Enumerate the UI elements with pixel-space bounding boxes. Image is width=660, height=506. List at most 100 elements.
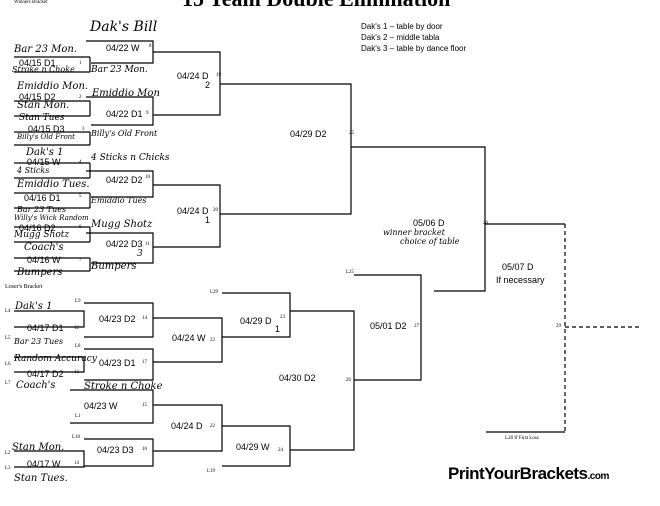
brand-name: PrintYourBrackets — [448, 464, 588, 483]
corner-label: Winners Bracket — [14, 0, 48, 5]
match-0424-d-bottom: 04/24 D — [177, 206, 209, 216]
match-0422-d3-extra: 3 — [137, 249, 143, 259]
winner-emiddio-tues: Emiddio Tues — [91, 196, 147, 205]
loser-team-daks-1: Dak's 1 — [15, 301, 53, 312]
match-0507-d: 05/07 D — [502, 262, 534, 272]
seed-15: 15 — [142, 403, 147, 408]
l7-label: L7 — [5, 381, 11, 386]
seed-4: 4 — [79, 160, 82, 165]
l10-label: L10 — [72, 435, 81, 440]
match-0415-d3: 04/15 D3 — [28, 124, 65, 134]
match-0417-w: 04/17 W — [27, 459, 61, 469]
page-title: 15 Team Double Elimination — [182, 0, 450, 10]
match-0424-d-bottom-extra: 1 — [205, 215, 211, 225]
seed-5: 5 — [79, 194, 82, 199]
seed-12: 12 — [74, 326, 79, 331]
l19-label: L19 — [207, 469, 216, 474]
team-stan-mon: Stan Mon. — [17, 100, 70, 111]
final-note-2: choice of table — [400, 237, 460, 246]
winner-mugg-shotz: Mugg Shotz — [91, 219, 153, 230]
match-0422-d2: 04/22 D2 — [106, 175, 143, 185]
team-billys-old-front-r1: Billy's Old Front — [17, 133, 75, 141]
match-0416-d2: 04/16 D2 — [19, 223, 56, 233]
seed-9: 9 — [146, 111, 149, 116]
seed-11: 11 — [145, 242, 150, 247]
match-0429-w: 04/29 W — [236, 442, 270, 452]
winner-bar23-mon: Bar 23 Mon. — [91, 65, 148, 75]
match-0423-w: 04/23 W — [84, 401, 118, 411]
seed-16: 16 — [142, 447, 147, 452]
match-0416-d1: 04/16 D1 — [24, 193, 61, 203]
loser-team-stan-tues: Stan Tues. — [14, 473, 68, 484]
team-stroke-n-choke: Stroke n Choke — [12, 65, 75, 74]
team-bar23-tues-r1: Bar 23 Tues — [17, 205, 67, 214]
match-0501-d2: 05/01 D2 — [370, 321, 407, 331]
loser-team-stroke-n-choke: Stroke n Choke — [84, 381, 163, 392]
seed-22: 22 — [210, 424, 215, 429]
team-stan-tues: Stan Tues — [19, 113, 65, 123]
seed-27: 27 — [414, 324, 419, 329]
match-0423-d2: 04/23 D2 — [99, 314, 136, 324]
l29-label: L29 — [210, 290, 219, 295]
seed-1: 1 — [79, 61, 82, 66]
match-0422-w: 04/22 W — [106, 43, 140, 53]
if-first-loss-label: L28 If First Loss — [505, 436, 539, 441]
seed-2: 2 — [79, 95, 82, 100]
match-0415-w: 04/15 W — [27, 157, 61, 167]
losers-bracket-title: Loser's Bracket — [5, 284, 43, 290]
match-0429-d2: 04/29 D2 — [290, 129, 327, 139]
match-0422-d1: 04/22 D1 — [106, 109, 143, 119]
team-willys-wick: Willy's Wick Random — [14, 214, 89, 222]
match-0415-d2: 04/15 D2 — [19, 92, 56, 102]
seed-24: 24 — [278, 448, 283, 453]
match-0424-d-top-extra: 2 — [205, 80, 211, 90]
legend-line-2: Dak's 2 – middle tabla — [361, 33, 440, 42]
match-0424-d: 04/24 D — [171, 421, 203, 431]
team-emiddio-tues: Emiddio Tues. — [17, 179, 90, 190]
seed-25: 25 — [349, 131, 354, 136]
brand-logo: PrintYourBrackets.com — [448, 465, 609, 482]
seed-7: 7 — [79, 258, 82, 263]
seed-3: 3 — [82, 127, 85, 132]
winner-billys-old-front: Billy's Old Front — [91, 129, 158, 138]
loser-team-stan-mon: Stan Mon. — [12, 442, 65, 453]
match-0423-d3: 04/23 D3 — [97, 445, 134, 455]
seed-20: 20 — [213, 208, 218, 213]
l6-label: L6 — [5, 362, 11, 367]
seed-14-top: 14 — [142, 316, 147, 321]
team-coachs: Coach's — [24, 242, 64, 253]
legend-line-1: Dak's 1 – table by door — [361, 22, 443, 31]
seed-8: 8 — [149, 44, 152, 49]
final-note-1: winner bracket — [383, 228, 445, 237]
match-0506-d: 05/06 D — [413, 218, 445, 228]
winner-bumpers: Bumpers — [91, 261, 137, 272]
loser-team-coachs: Coach's — [16, 380, 56, 391]
match-0417-d1: 04/17 D1 — [27, 323, 64, 333]
team-4-sticks: 4 Sticks — [17, 166, 50, 175]
seed-14-bottom: 14 — [74, 461, 79, 466]
team-bumpers-r1: Bumpers — [17, 267, 63, 278]
match-0429-d-extra: 1 — [275, 324, 281, 334]
seed-13: 13 — [74, 370, 79, 375]
seed-23-r3: 23 — [280, 315, 285, 320]
if-necessary-note: If necessary — [496, 275, 545, 285]
team-emiddio-mon: Emiddio Mon. — [17, 81, 89, 92]
seed-19: 19 — [216, 73, 221, 78]
match-0417-d2: 04/17 D2 — [27, 369, 64, 379]
l25-label: L25 — [346, 270, 355, 275]
l4-label: L4 — [5, 309, 11, 314]
loser-team-random-accuracy: Random Accuracy — [14, 354, 97, 364]
loser-team-bar23-tues: Bar 23 Tues — [14, 337, 64, 346]
l1-label: L1 — [75, 414, 81, 419]
l9-label: L9 — [75, 299, 81, 304]
legend-line-3: Dak's 3 – table by dance floor — [361, 44, 467, 53]
winner-4-sticks: 4 Sticks n Chicks — [91, 153, 170, 163]
l5-label: L5 — [5, 336, 11, 341]
seed-29: 29 — [556, 324, 561, 329]
brand-suffix: .com — [587, 471, 610, 482]
match-0429-d: 04/29 D — [240, 316, 272, 326]
winner-emiddio-mon: Emiddio Mon — [92, 88, 160, 99]
l8-label: L8 — [75, 344, 81, 349]
